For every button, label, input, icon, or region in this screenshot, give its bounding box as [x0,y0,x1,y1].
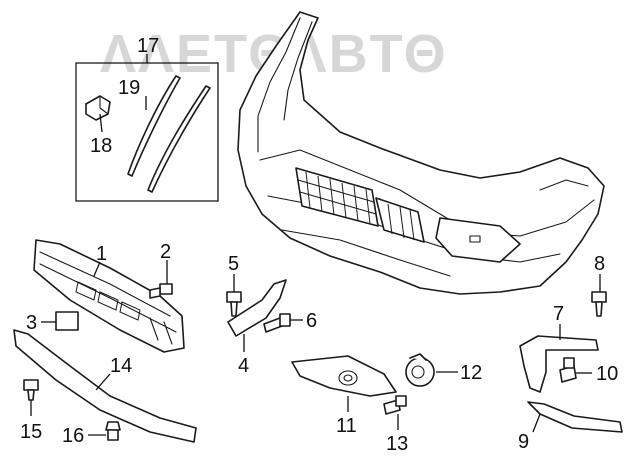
callout-18: 18 [90,135,112,157]
part-18-clip [85,95,111,121]
callout-15: 15 [20,421,42,443]
part-9-corner-strip [527,401,623,433]
callout-19: 19 [118,77,140,99]
part-15-clip [23,379,39,401]
part-16-clip [105,421,121,441]
part-11-fog-bezel [291,355,397,397]
callout-7: 7 [553,303,564,325]
part-19-trim-strips [127,75,211,193]
callout-9: 9 [518,431,529,453]
part-6-screw [263,313,291,333]
part-13-screw [383,395,407,415]
callout-13: 13 [386,433,408,455]
bumper-cover [237,11,605,295]
callout-17: 17 [137,35,159,57]
part-14-lower-strip [13,329,197,443]
part-7-corner-trim [519,335,599,393]
part-8-screw [591,291,607,317]
callout-6: 6 [306,310,317,332]
callout-11: 11 [336,415,357,437]
callout-12: 12 [460,362,482,384]
callout-1: 1 [96,243,107,265]
callout-8: 8 [594,253,605,275]
part-5-screw [226,291,242,317]
part-10-screw [559,357,577,383]
callout-3: 3 [26,312,37,334]
part-2-bolt [149,283,173,299]
part-3-bracket [55,311,79,331]
leader-lines [30,54,601,436]
callout-labels: 17 19 18 1 2 3 14 15 16 5 6 4 8 7 10 9 1… [20,35,618,455]
part-1-absorber [33,239,185,353]
callout-16: 16 [62,425,84,447]
part-4-side-bracket [227,279,287,337]
part-12-fog-lamp [405,353,435,387]
callout-10: 10 [596,363,618,385]
callout-4: 4 [238,355,249,377]
callout-14: 14 [110,355,132,377]
callout-5: 5 [228,253,239,275]
callout-2: 2 [160,241,171,263]
